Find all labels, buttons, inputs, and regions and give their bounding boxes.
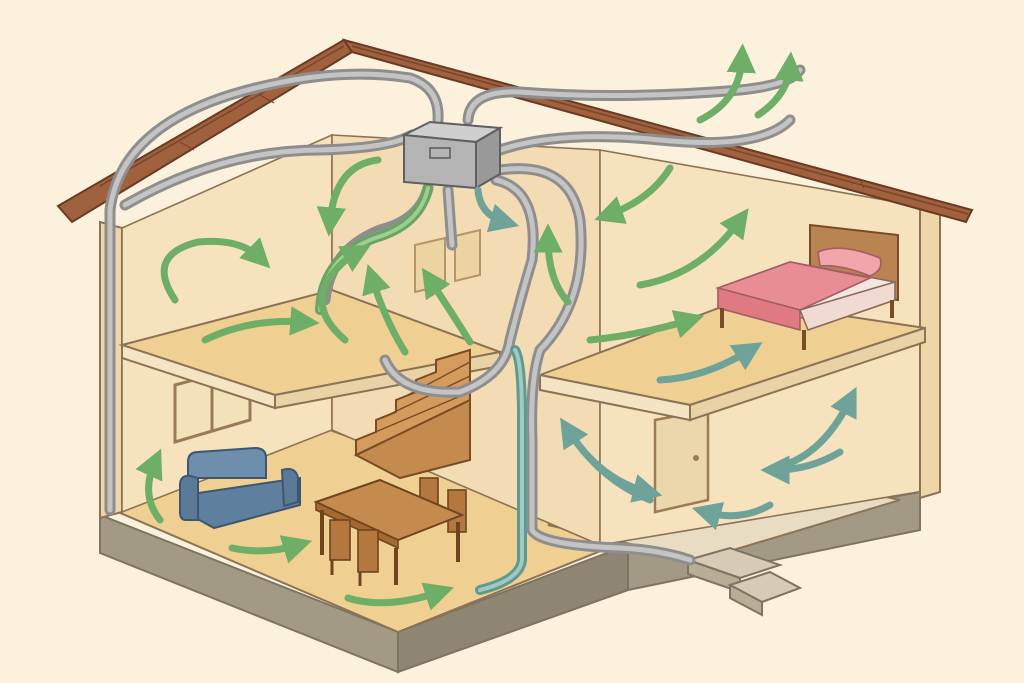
duct-network [104,64,806,595]
basement-steps [684,546,803,617]
staircase-icon [353,348,471,480]
door-icon [653,408,710,514]
exhaust-airflow-arrows [474,186,857,531]
sofa-icon [179,446,301,530]
ventilation-unit-icon [400,120,504,190]
bed-icon [715,223,899,350]
supply-airflow-arrows [135,43,804,611]
dining-table-icon [313,477,467,586]
